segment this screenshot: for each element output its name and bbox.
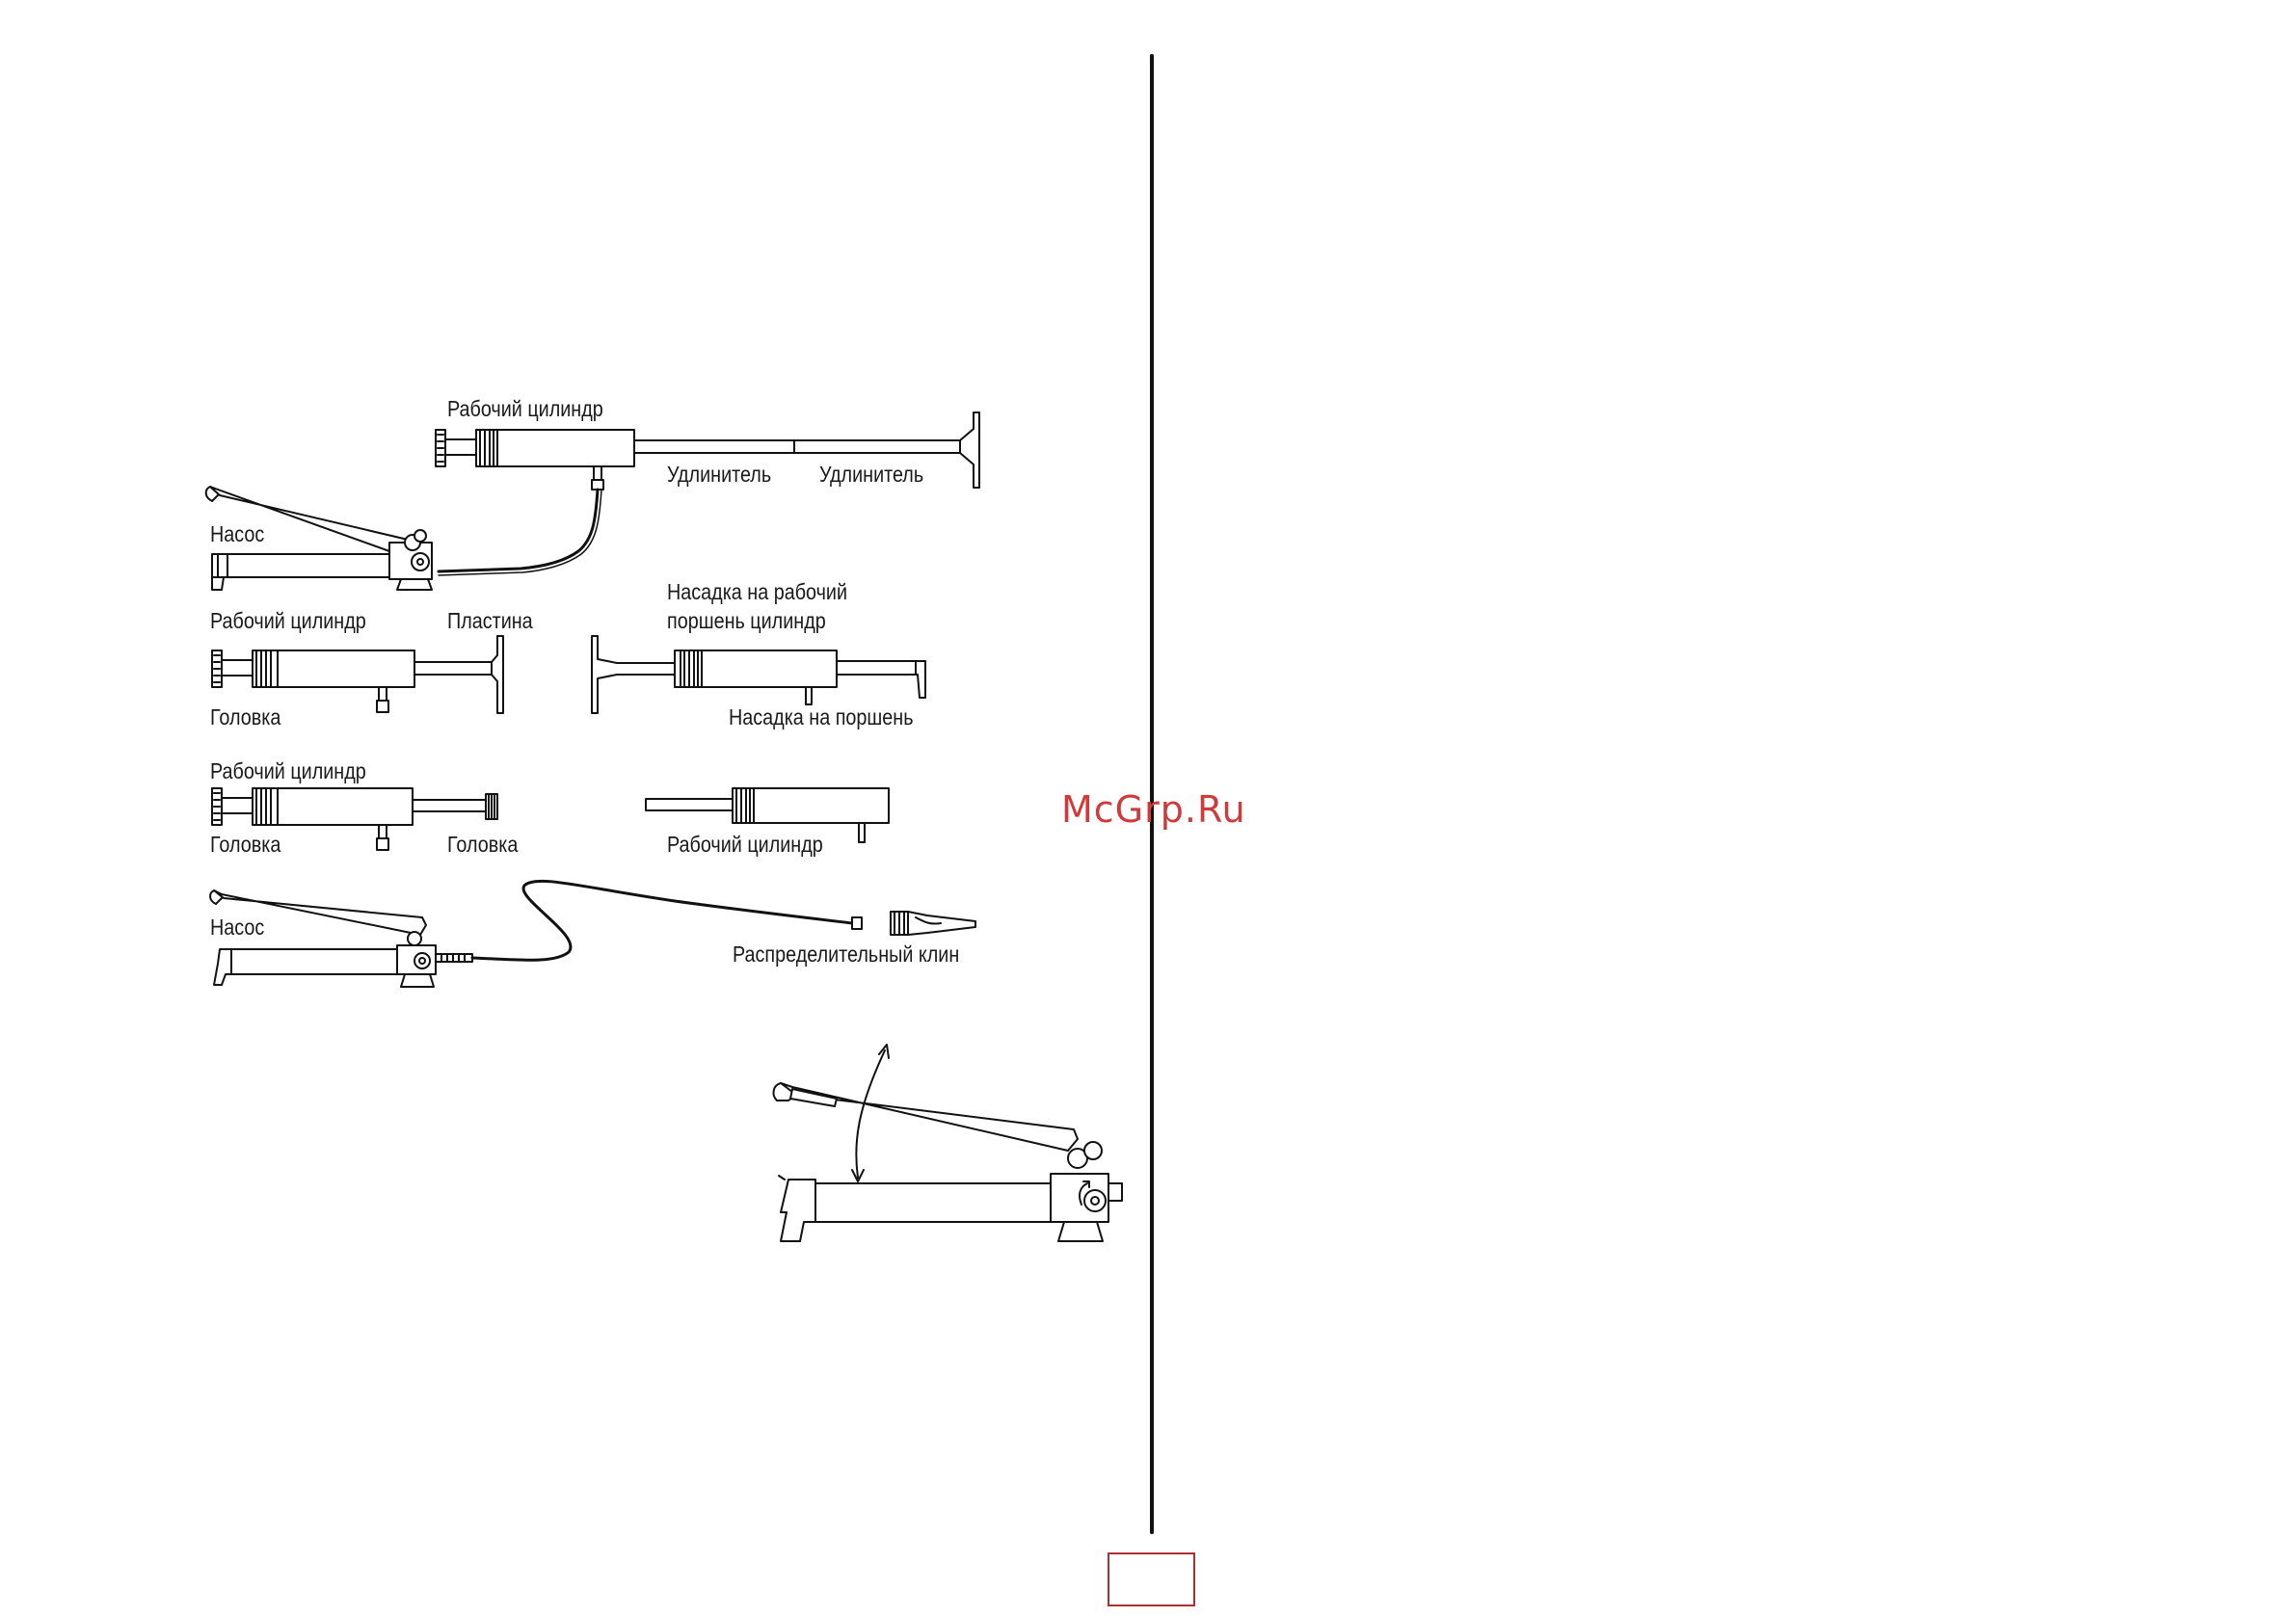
label-pump-1: Насос bbox=[210, 520, 264, 547]
label-working-cylinder-4: Рабочий цилиндр bbox=[667, 831, 823, 858]
label-head-1: Головка bbox=[210, 703, 280, 730]
label-piston-attachment: Насадка на поршень bbox=[729, 703, 914, 730]
label-extension-2: Удлинитель bbox=[819, 461, 923, 488]
label-head-2: Головка bbox=[210, 831, 280, 858]
label-spreader-wedge: Распределительный клин bbox=[733, 941, 959, 968]
label-working-cylinder-top: Рабочий цилиндр bbox=[447, 395, 603, 422]
spreader-wedge-drawing bbox=[852, 912, 975, 935]
label-extension-1: Удлинитель bbox=[667, 461, 771, 488]
label-pump-2: Насос bbox=[210, 914, 264, 941]
label-piston-cylinder-attachment-line2: поршень цилиндр bbox=[667, 607, 826, 634]
working-cylinder-with-plate-drawing bbox=[212, 636, 503, 713]
label-working-cylinder-3: Рабочий цилиндр bbox=[210, 757, 366, 784]
label-head-3: Головка bbox=[447, 831, 518, 858]
large-pump-drawing bbox=[774, 1083, 1122, 1241]
cylinder-with-piston-attachment-drawing bbox=[592, 636, 925, 713]
page-number-box bbox=[1108, 1552, 1195, 1606]
label-working-cylinder-2: Рабочий цилиндр bbox=[210, 607, 366, 634]
watermark: McGrp.Ru bbox=[1061, 788, 1246, 831]
label-piston-cylinder-attachment-line1: Насадка на рабочий bbox=[667, 578, 847, 605]
label-plate: Пластина bbox=[447, 607, 533, 634]
